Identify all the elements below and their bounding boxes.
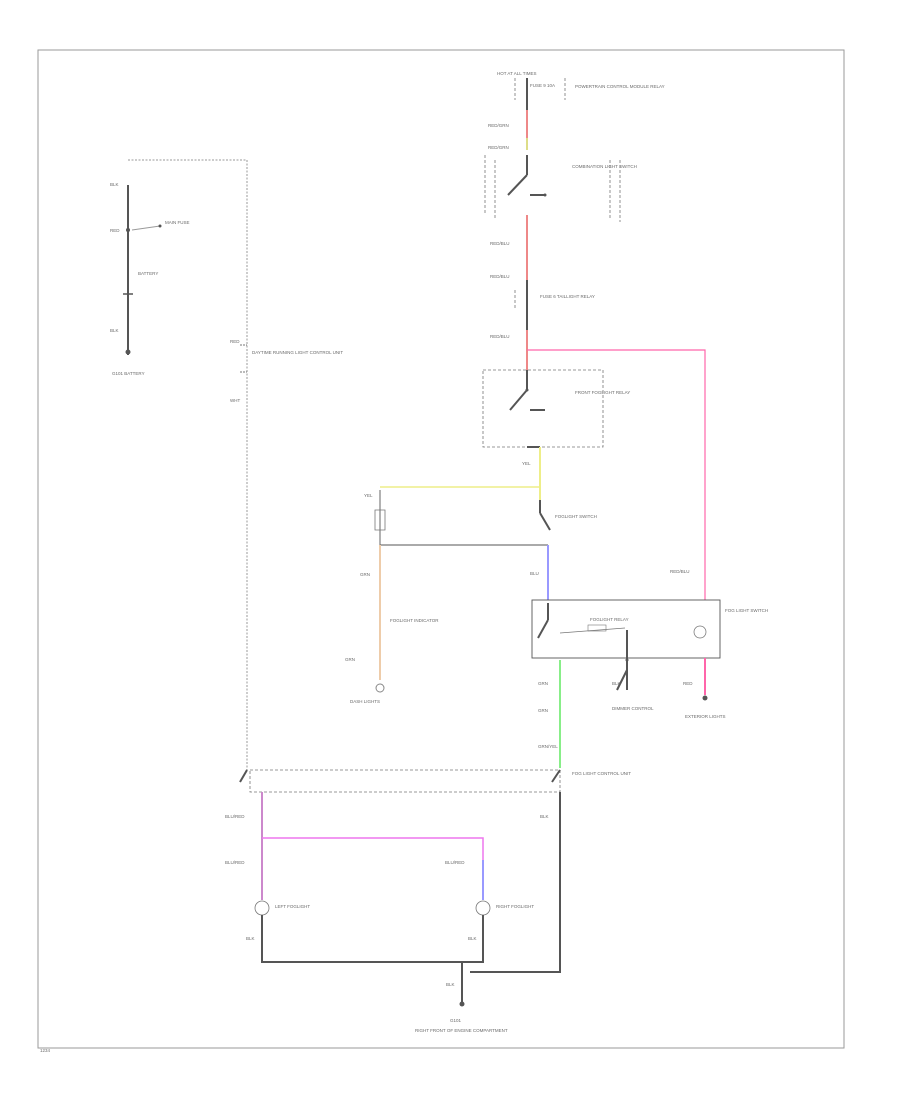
drl-module-group: RED DAYTIME RUNNING LIGHT CONTROL UNIT W… [230, 339, 343, 403]
wire-label-9: BLU [530, 571, 539, 576]
batt-wire-1: BLK [110, 182, 119, 187]
wire-label-14: BLK [612, 681, 621, 686]
wire-label-1: RED/GRN [488, 123, 509, 128]
right-foglight-label: RIGHT FOGLIGHT [496, 904, 534, 909]
wire-label-10: RED/BLU [670, 569, 690, 574]
thin-feed-wire [128, 159, 248, 770]
battery-group: BLK RED MAIN FUSE BATTERY BLK G101 BATTE… [110, 182, 190, 376]
wire-label-8: GRN [360, 572, 370, 577]
batt-wire-3: BLK [110, 328, 119, 333]
indicator-lamp-icon [375, 683, 385, 693]
front-fog-relay: FRONT FOGLIGHT RELAY [482, 369, 630, 448]
fog-switch-label: FOGLIGHT SWITCH [555, 514, 597, 519]
wire-label-22: BLK [468, 936, 477, 941]
hot-at-all-times-label: HOT AT ALL TIMES [497, 71, 537, 76]
foglight-switch-group: FOGLIGHT SWITCH [374, 490, 597, 546]
fog-control-unit: FOG LIGHT CONTROL UNIT [239, 769, 631, 793]
drl-wire-2: WHT [230, 398, 240, 403]
batt-fuse-label: MAIN FUSE [165, 220, 190, 225]
pdc-label: POWERTRAIN CONTROL MODULE RELAY [575, 84, 665, 89]
fuse2-label: FUSE 6 TAILLIGHT RELAY [540, 294, 595, 299]
drl-module-label: DAYTIME RUNNING LIGHT CONTROL UNIT [252, 350, 343, 355]
left-foglight: LEFT FOGLIGHT [254, 900, 310, 916]
magenta-wire [262, 837, 484, 900]
ground-wire-left [261, 915, 462, 963]
wire-label-2: RED/GRN [488, 145, 509, 150]
left-foglight-icon [254, 900, 270, 916]
exterior-lights-label: EXTERIOR LIGHTS [685, 714, 726, 719]
ground-wire-right [462, 915, 484, 963]
top-feed-group: HOT AT ALL TIMES FUSE 9 10A POWERTRAIN C… [488, 71, 665, 150]
wire-label-5: RED/BLU [490, 334, 510, 339]
dimmer-control-label: DIMMER CONTROL [612, 706, 654, 711]
wire-label-6: YEL [522, 461, 531, 466]
right-foglight: RIGHT FOGLIGHT [475, 900, 534, 916]
wire-label-3: RED/BLU [490, 241, 510, 246]
ground-wire-unit [470, 792, 561, 973]
wire-label-18: BLU/RED [225, 814, 245, 819]
wire-label-19: BLU/RED [225, 860, 245, 865]
right-foglight-icon [475, 900, 491, 916]
red-feed-wire [527, 349, 706, 600]
fog-indicator-label: FOGLIGHT INDICATOR [390, 618, 439, 623]
drl-wire-1: RED [230, 339, 240, 344]
wire-label-12: GRN [538, 681, 548, 686]
battery-ground-icon [125, 349, 131, 355]
wire-label-13: GRN [538, 708, 548, 713]
wire-label-21: BLK [246, 936, 255, 941]
wire-label-17: GRN/YEL [538, 744, 558, 749]
wire-label-24: BLK [446, 982, 455, 987]
ground-label: G101 [450, 1018, 462, 1023]
fog-unit-label: FOG LIGHT SWITCH [725, 608, 768, 613]
wire-label-11: GRN [345, 657, 355, 662]
fog-relay-box-label: FOGLIGHT RELAY [590, 617, 629, 622]
wire-label-7: YEL [364, 493, 373, 498]
dash-lamps-label: DASH LIGHTS [350, 699, 380, 704]
wire-label-15: RED [683, 681, 693, 686]
wire-label-23: BLK [540, 814, 549, 819]
batt-ground-label: G101 BATTERY [112, 371, 145, 376]
left-foglight-label: LEFT FOGLIGHT [275, 904, 310, 909]
fog-bulb-icon [693, 625, 707, 639]
combination-switch-group: COMBINATION LIGHT SWITCH RED/BLU RED/BLU… [484, 155, 637, 370]
fog-control-unit-label: FOG LIGHT CONTROL UNIT [572, 771, 631, 776]
battery-terminal-icon [126, 228, 130, 232]
battery-label: BATTERY [138, 271, 158, 276]
relay-label: FRONT FOGLIGHT RELAY [575, 390, 630, 395]
ground-icon [459, 1001, 465, 1007]
fuse-label: FUSE 9 10A [530, 83, 555, 88]
wire-label-20: BLU/RED [445, 860, 465, 865]
diagram-code: 1234 [40, 1048, 51, 1053]
comb-switch-label: COMBINATION LIGHT SWITCH [572, 164, 637, 169]
fog-light-switch-unit: FOGLIGHT RELAY FOG LIGHT SWITCH BLK DIMM… [531, 599, 768, 711]
ground-desc-label: RIGHT FRONT OF ENGINE COMPARTMENT [415, 1028, 508, 1033]
batt-wire-2: RED [110, 228, 120, 233]
diagram-frame [37, 49, 845, 1049]
wire-label-4: RED/BLU [490, 274, 510, 279]
